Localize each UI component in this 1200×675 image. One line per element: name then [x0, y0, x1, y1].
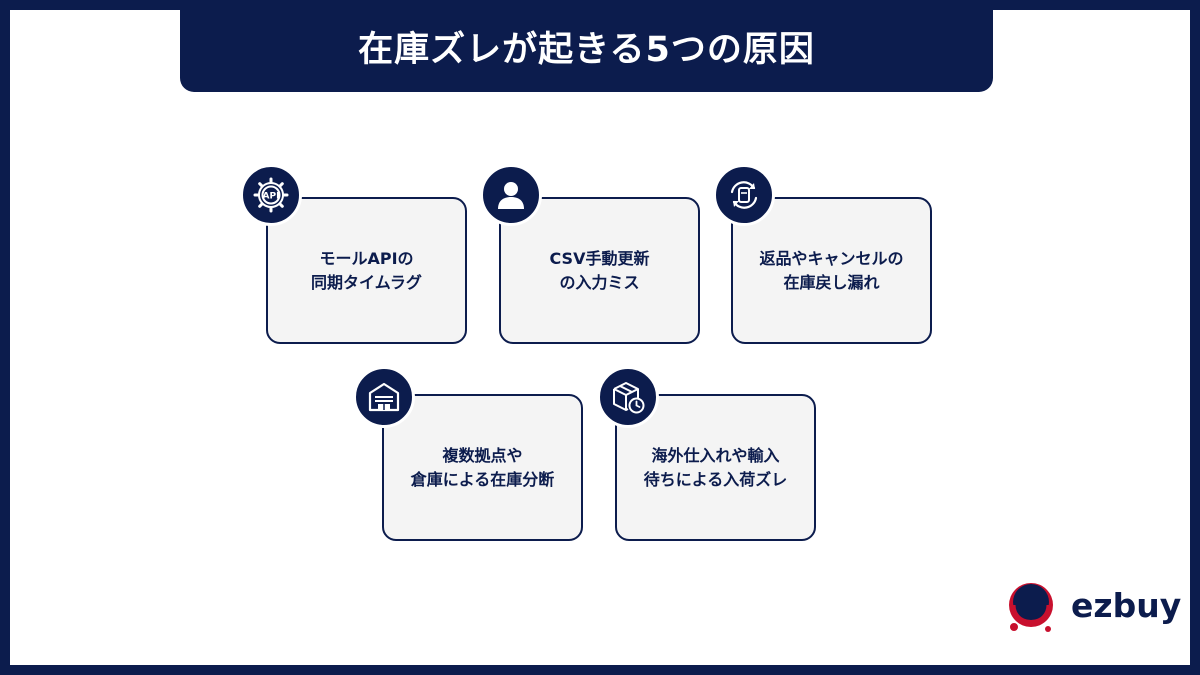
page-title: 在庫ズレが起きる5つの原因 — [358, 29, 815, 70]
cause-card-csv-error: CSV手動更新 の入力ミス — [499, 197, 700, 344]
cause-label-line2: の入力ミス — [559, 272, 640, 292]
user-icon — [480, 164, 542, 226]
package-clock-icon — [597, 366, 659, 428]
ezbuy-logo-text: ezbuy — [1071, 586, 1182, 625]
api-gear-icon: API — [240, 164, 302, 226]
title-banner: 在庫ズレが起きる5つの原因 — [180, 0, 993, 92]
cause-label-line1: モールAPIの — [319, 248, 414, 268]
cause-label-line1: CSV手動更新 — [549, 248, 650, 268]
cause-label-line2: 倉庫による在庫分断 — [410, 469, 555, 489]
cause-label-line1: 返品やキャンセルの — [759, 248, 904, 268]
cause-label-line1: 海外仕入れや輸入 — [651, 445, 780, 465]
warehouse-icon — [353, 366, 415, 428]
cause-card-multi-warehouse: 複数拠点や 倉庫による在庫分断 — [382, 394, 583, 541]
ezbuy-logo-mark — [1009, 583, 1053, 632]
cause-card-return-cancel: 返品やキャンセルの 在庫戻し漏れ — [731, 197, 932, 344]
cause-label-line1: 複数拠点や — [442, 445, 523, 465]
cause-card-api-lag: モールAPIの 同期タイムラグ — [266, 197, 467, 344]
ezbuy-logo: ezbuy — [1005, 578, 1181, 638]
cause-label-line2: 待ちによる入荷ズレ — [643, 469, 788, 489]
svg-text:API: API — [263, 192, 280, 202]
cause-label-line2: 同期タイムラグ — [311, 272, 422, 292]
cause-label-line2: 在庫戻し漏れ — [783, 272, 880, 292]
return-cycle-icon — [713, 164, 775, 226]
